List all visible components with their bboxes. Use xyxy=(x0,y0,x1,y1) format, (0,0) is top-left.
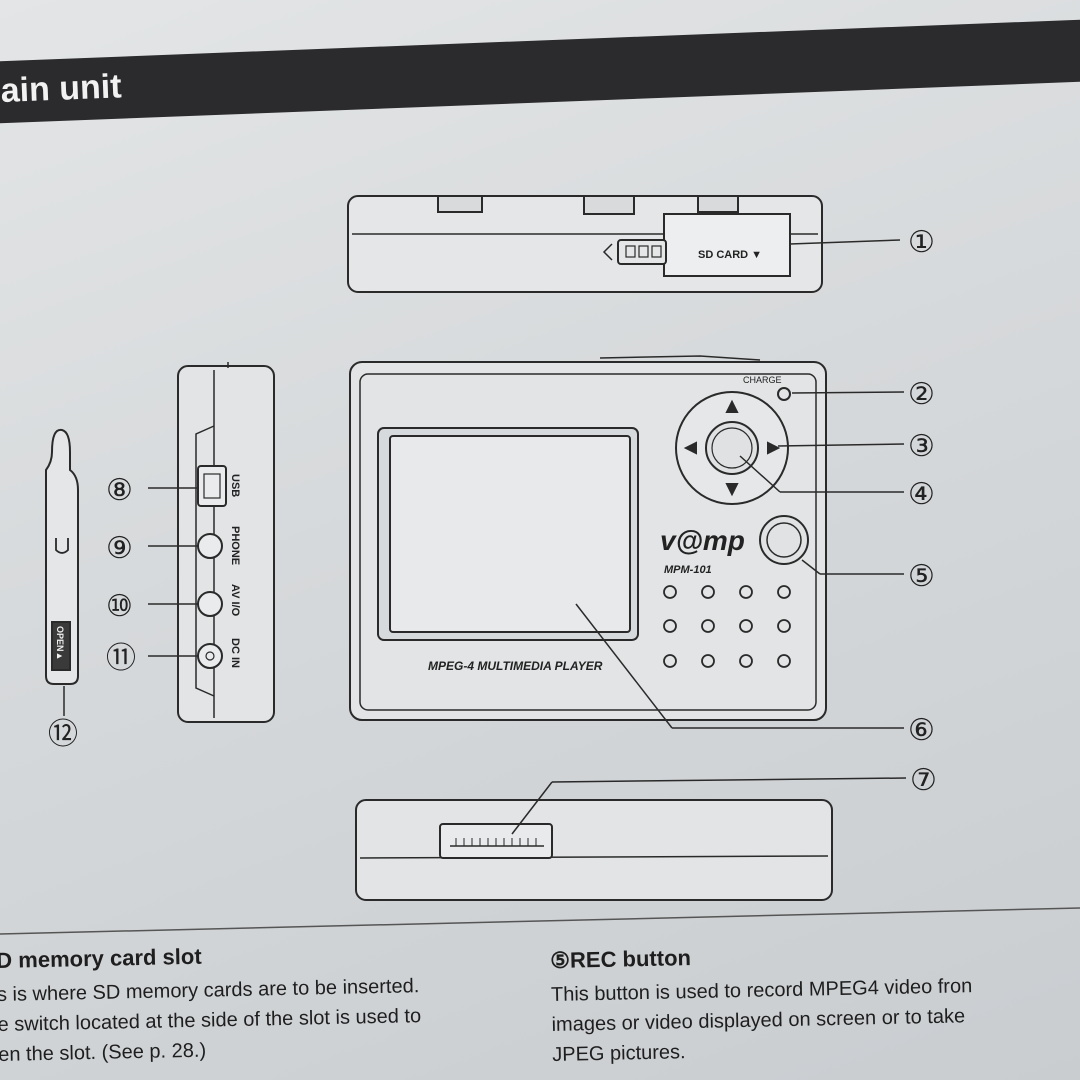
callout-10: ⑩ xyxy=(106,590,133,623)
description-rec-button: ⑤REC button This button is used to recor… xyxy=(550,937,1080,1070)
callout-8: ⑧ xyxy=(106,474,133,507)
open-label: OPEN▲ xyxy=(55,626,65,660)
av-io-jack xyxy=(197,591,223,617)
speaker-grille xyxy=(663,585,791,668)
open-latch xyxy=(51,621,71,671)
usb-label: USB xyxy=(229,474,241,497)
callout-5: ⑤ xyxy=(908,560,935,593)
sd-card-label: SD CARD ▼ xyxy=(698,249,762,261)
side-view xyxy=(148,362,275,723)
callout-line-7 xyxy=(551,777,907,783)
charge-led xyxy=(777,387,791,401)
callout-12: ⑫ xyxy=(48,718,78,751)
callout-2: ② xyxy=(908,378,935,411)
dc-in-jack xyxy=(197,643,223,669)
rec-button-heading: ⑤REC button xyxy=(550,945,692,973)
brand-logo: v@mp xyxy=(660,525,745,556)
lcd-screen xyxy=(389,435,631,633)
device-diagram: SD CARD ▼ CHARGE v@mp MPM-101 MPEG-4 MUL… xyxy=(0,195,1080,935)
divider xyxy=(0,907,1080,935)
callout-3: ③ xyxy=(908,430,935,463)
callout-9: ⑨ xyxy=(106,532,133,565)
top-view xyxy=(347,195,901,293)
enter-button xyxy=(705,421,759,475)
callout-line-3 xyxy=(777,443,905,447)
side-strip xyxy=(45,428,79,716)
callout-11: ⑪ xyxy=(106,642,136,675)
dc-in-label: DC IN xyxy=(229,638,241,668)
charge-label: CHARGE xyxy=(743,375,782,385)
callout-6: ⑥ xyxy=(908,714,935,747)
callout-7: ⑦ xyxy=(910,764,937,797)
sd-slot-heading: D memory card slot xyxy=(0,943,202,973)
descriptions: D memory card slot s is where SD memory … xyxy=(0,930,1080,1080)
callout-line-2 xyxy=(791,391,905,394)
front-view xyxy=(349,355,905,729)
callout-4: ④ xyxy=(908,478,935,511)
player-label: MPEG-4 MULTIMEDIA PLAYER xyxy=(428,659,603,673)
phone-jack xyxy=(197,533,223,559)
av-io-label: AV I/O xyxy=(229,584,241,617)
phone-label: PHONE xyxy=(229,526,241,565)
usb-port xyxy=(197,465,227,507)
description-sd-slot: D memory card slot s is where SD memory … xyxy=(0,937,518,1070)
callout-line-1 xyxy=(789,239,901,245)
bottom-view xyxy=(355,777,907,901)
model-label: MPM-101 xyxy=(664,564,712,576)
callout-1: ① xyxy=(908,226,935,259)
